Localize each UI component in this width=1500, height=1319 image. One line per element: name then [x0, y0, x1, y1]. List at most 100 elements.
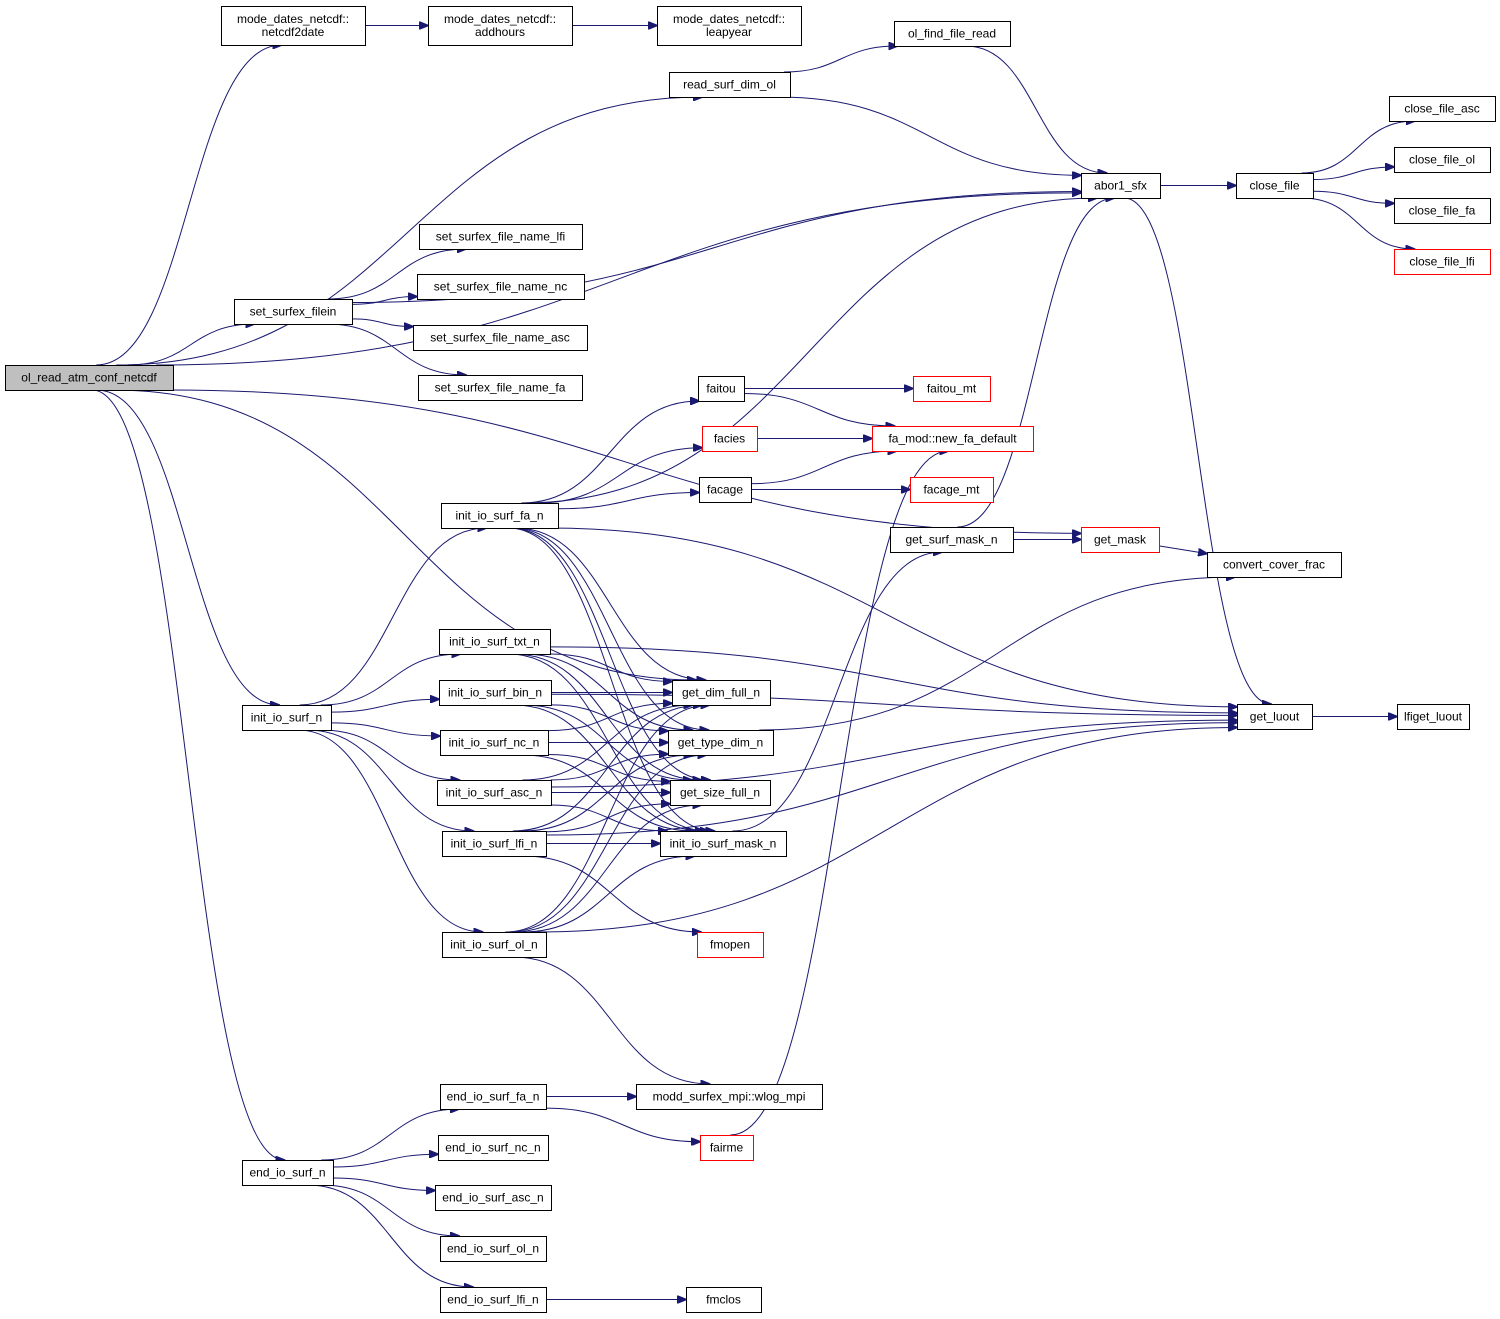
node-convert-cover-frac[interactable]: convert_cover_frac — [1207, 552, 1342, 578]
node-label: init_io_surf_bin_n — [448, 686, 542, 700]
node-fmopen[interactable]: fmopen — [697, 932, 764, 958]
node-init-io-surf-asc-n[interactable]: init_io_surf_asc_n — [437, 780, 552, 806]
node-box — [660, 831, 787, 857]
node-set-surfex-file-name-asc[interactable]: set_surfex_file_name_asc — [413, 325, 588, 351]
node-box — [5, 365, 174, 391]
edge-root-to-get_mask — [168, 389, 1081, 533]
node-set-surfex-file-name-nc[interactable]: set_surfex_file_name_nc — [417, 274, 585, 300]
node-faitou[interactable]: faitou — [698, 376, 745, 402]
node-label: ol_read_atm_conf_netcdf — [21, 371, 157, 385]
edge-root-to-get_dim_full_n — [114, 389, 696, 680]
node-set-surfex-file-name-fa[interactable]: set_surfex_file_name_fa — [418, 375, 583, 401]
node-label: abor1_sfx — [1094, 179, 1147, 193]
node-wlog-mpi[interactable]: modd_surfex_mpi::wlog_mpi — [636, 1084, 823, 1110]
node-label: set_surfex_file_name_lfi — [436, 230, 565, 244]
edge-get_surf_mask_n-to-abor1_sfx — [957, 198, 1114, 528]
edge-end_io_surf_n-to-end_io_surf_ol_n — [321, 1184, 459, 1236]
node-box — [1397, 704, 1470, 730]
edge-root-to-netcdf2date — [96, 45, 281, 366]
node-ol-find-file-read[interactable]: ol_find_file_read — [894, 21, 1011, 47]
node-abor1-sfx[interactable]: abor1_sfx — [1081, 173, 1161, 199]
node-box — [440, 1287, 547, 1313]
node-read-surf-dim-ol[interactable]: read_surf_dim_ol — [669, 72, 791, 98]
node-end-io-surf-fa-n[interactable]: end_io_surf_fa_n — [440, 1084, 547, 1110]
node-label: init_io_surf_txt_n — [449, 635, 540, 649]
edge-init_io_surf_fa_n-to-facies — [536, 448, 702, 504]
node-leapyear[interactable]: mode_dates_netcdf::leapyear — [657, 6, 802, 46]
node-fmclos[interactable]: fmclos — [686, 1287, 762, 1313]
edge-init_io_surf_txt_n-to-get_luout — [549, 646, 1237, 713]
node-init-io-surf-n[interactable]: init_io_surf_n — [242, 705, 332, 731]
node-end-io-surf-ol-n[interactable]: end_io_surf_ol_n — [440, 1236, 547, 1262]
node-end-io-surf-n[interactable]: end_io_surf_n — [242, 1160, 334, 1186]
node-label: set_surfex_file_name_fa — [435, 381, 566, 395]
edge-init_io_surf_fa_n-to-abor1_sfx — [523, 198, 1097, 504]
node-addhours[interactable]: mode_dates_netcdf::addhours — [428, 6, 573, 46]
node-set-surfex-filein[interactable]: set_surfex_filein — [234, 299, 353, 325]
node-new-fa-default[interactable]: fa_mod::new_fa_default — [872, 426, 1034, 452]
node-init-io-surf-fa-n[interactable]: init_io_surf_fa_n — [441, 503, 559, 529]
node-get-mask[interactable]: get_mask — [1081, 527, 1160, 553]
node-box — [699, 477, 752, 503]
edge-close_file-to-close_file_ol — [1312, 167, 1394, 181]
node-end-io-surf-nc-n[interactable]: end_io_surf_nc_n — [438, 1135, 549, 1161]
node-box — [1394, 198, 1491, 224]
node-label: end_io_surf_fa_n — [447, 1090, 540, 1104]
node-netcdf2date[interactable]: mode_dates_netcdf::netcdf2date — [221, 6, 366, 46]
node-close-file-fa[interactable]: close_file_fa — [1394, 198, 1491, 224]
node-box — [697, 932, 764, 958]
edges-layer — [92, 26, 1415, 1300]
edge-init_io_surf_txt_n-to-get_dim_full_n — [549, 653, 672, 681]
node-box — [1207, 552, 1342, 578]
node-fairme[interactable]: fairme — [700, 1135, 754, 1161]
node-close-file-lfi[interactable]: close_file_lfi — [1394, 249, 1491, 275]
edge-init_io_surf_asc_n-to-get_dim_full_n — [522, 705, 692, 781]
node-init-io-surf-txt-n[interactable]: init_io_surf_txt_n — [439, 629, 551, 655]
node-label: addhours — [475, 25, 525, 39]
node-box — [702, 426, 758, 452]
edge-init_io_surf_asc_n-to-get_type_dim_n — [550, 754, 668, 781]
node-init-io-surf-bin-n[interactable]: init_io_surf_bin_n — [439, 680, 552, 706]
node-end-io-surf-lfi-n[interactable]: end_io_surf_lfi_n — [440, 1287, 547, 1313]
node-lfiget-luout[interactable]: lfiget_luout — [1397, 704, 1470, 730]
edge-init_io_surf_n-to-init_io_surf_lfi_n — [307, 729, 473, 831]
node-get-surf-mask-n[interactable]: get_surf_mask_n — [890, 527, 1014, 553]
node-close-file-asc[interactable]: close_file_asc — [1389, 96, 1496, 122]
node-faitou-mt[interactable]: faitou_mt — [913, 376, 991, 402]
edge-root-to-read_surf_dim_ol — [116, 97, 702, 366]
node-facage[interactable]: facage — [699, 477, 752, 503]
node-facage-mt[interactable]: facage_mt — [910, 477, 994, 503]
node-get-luout[interactable]: get_luout — [1237, 704, 1313, 730]
node-box — [636, 1084, 823, 1110]
node-get-dim-full-n[interactable]: get_dim_full_n — [672, 680, 771, 706]
node-box — [439, 629, 551, 655]
node-box — [890, 527, 1014, 553]
node-facies[interactable]: facies — [702, 426, 758, 452]
edge-init_io_surf_ol_n-to-get_size_full_n — [512, 805, 702, 933]
node-init-io-surf-nc-n[interactable]: init_io_surf_nc_n — [440, 730, 549, 756]
node-init-io-surf-ol-n[interactable]: init_io_surf_ol_n — [442, 932, 547, 958]
node-box — [913, 376, 991, 402]
node-label: set_surfex_file_name_nc — [434, 280, 567, 294]
node-label: close_file_fa — [1409, 204, 1476, 218]
node-get-size-full-n[interactable]: get_size_full_n — [670, 780, 771, 806]
edge-init_io_surf_nc_n-to-get_size_full_n — [547, 753, 670, 781]
node-end-io-surf-asc-n[interactable]: end_io_surf_asc_n — [435, 1185, 552, 1211]
node-label: end_io_surf_asc_n — [442, 1191, 543, 1205]
node-set-surfex-file-name-lfi[interactable]: set_surfex_file_name_lfi — [419, 224, 583, 250]
node-label: mode_dates_netcdf:: — [673, 12, 785, 26]
node-label: faitou_mt — [927, 382, 977, 396]
node-close-file-ol[interactable]: close_file_ol — [1394, 147, 1491, 173]
edge-abor1_sfx-to-get_luout — [1124, 197, 1271, 704]
node-root[interactable]: ol_read_atm_conf_netcdf — [5, 365, 174, 391]
node-label: init_io_surf_n — [251, 711, 322, 725]
node-label: leapyear — [706, 25, 752, 39]
edge-init_io_surf_fa_n-to-facage — [557, 492, 699, 510]
node-label: ol_find_file_read — [908, 27, 996, 41]
node-init-io-surf-lfi-n[interactable]: init_io_surf_lfi_n — [442, 831, 547, 857]
node-box — [1081, 173, 1161, 199]
node-close-file[interactable]: close_file — [1236, 173, 1314, 199]
node-get-type-dim-n[interactable]: get_type_dim_n — [668, 730, 774, 756]
node-init-io-surf-mask-n[interactable]: init_io_surf_mask_n — [660, 831, 787, 857]
